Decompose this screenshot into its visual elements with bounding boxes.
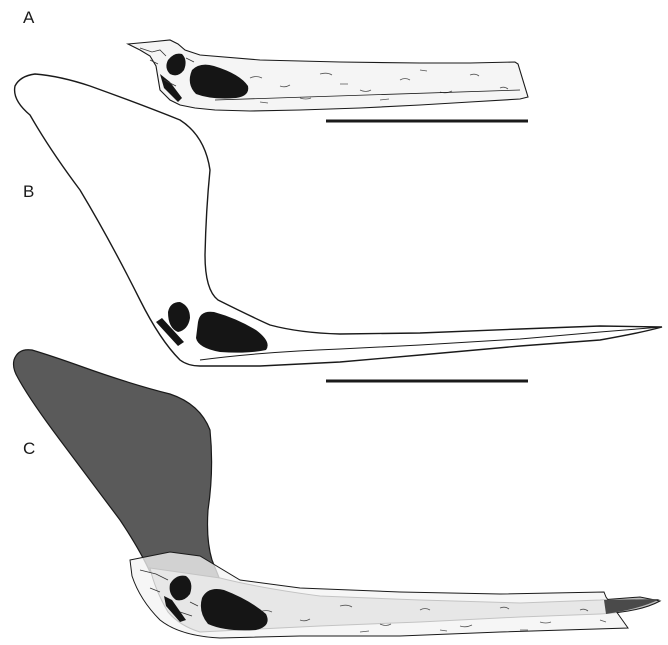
- panel-c-overlay: [14, 350, 661, 638]
- panel-c-beak-tip: [604, 599, 660, 614]
- panel-a-skull-fragment: [128, 40, 528, 111]
- panel-b-label: B: [23, 183, 34, 200]
- panel-a-skull-outline: [128, 40, 528, 111]
- panel-b-skull-reconstruction: [15, 74, 662, 366]
- panel-c-crest: [14, 350, 221, 580]
- panel-b-skull-outline: [15, 74, 662, 366]
- panel-a-label: A: [23, 9, 34, 26]
- panel-c-label: C: [23, 440, 35, 457]
